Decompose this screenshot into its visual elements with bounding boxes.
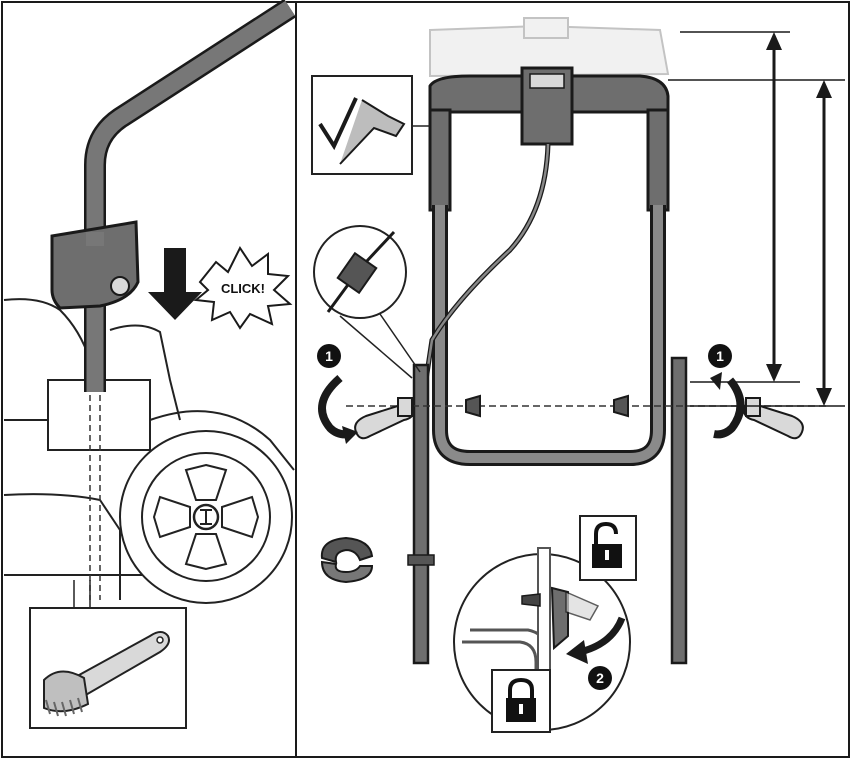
left-handle-tube — [428, 108, 452, 212]
rotate-arrow-icon — [318, 374, 351, 439]
check-icon — [318, 97, 358, 151]
wheel — [119, 430, 293, 604]
left-lower-rod — [412, 363, 430, 665]
left-bolt — [465, 394, 481, 418]
svg-text:1: 1 — [325, 348, 333, 364]
left-panel: CLICK! — [3, 0, 296, 729]
clamp-screw — [110, 276, 130, 296]
step-1-badge-right: 1 — [708, 344, 732, 368]
cable-clip-icon — [320, 536, 374, 584]
handle-raised-position — [429, 17, 670, 78]
click-label: CLICK! — [221, 281, 265, 296]
rotate-arrow-icon — [713, 377, 745, 439]
push-down-arrow — [148, 248, 202, 320]
mower-body-outline — [3, 298, 295, 600]
right-lower-rod — [670, 356, 688, 665]
height-dimension-lines — [668, 31, 845, 407]
step-1-badge-left: 1 — [317, 344, 341, 368]
padlock-open-icon — [579, 515, 637, 581]
padlock-closed-icon — [491, 669, 551, 733]
right-handle-tube — [646, 108, 670, 212]
starburst-icon — [193, 246, 293, 330]
brush-icon — [43, 631, 170, 717]
right-panel: 1 1 — [311, 17, 845, 733]
dimension-arrowheads — [766, 32, 832, 406]
svg-text:2: 2 — [596, 670, 604, 686]
right-bolt — [613, 394, 629, 418]
step-2-badge: 2 — [588, 666, 612, 690]
svg-text:1: 1 — [716, 348, 724, 364]
left-knob-lever — [354, 397, 416, 440]
cable-connector-icon — [326, 230, 396, 313]
lock-lever — [550, 586, 569, 651]
